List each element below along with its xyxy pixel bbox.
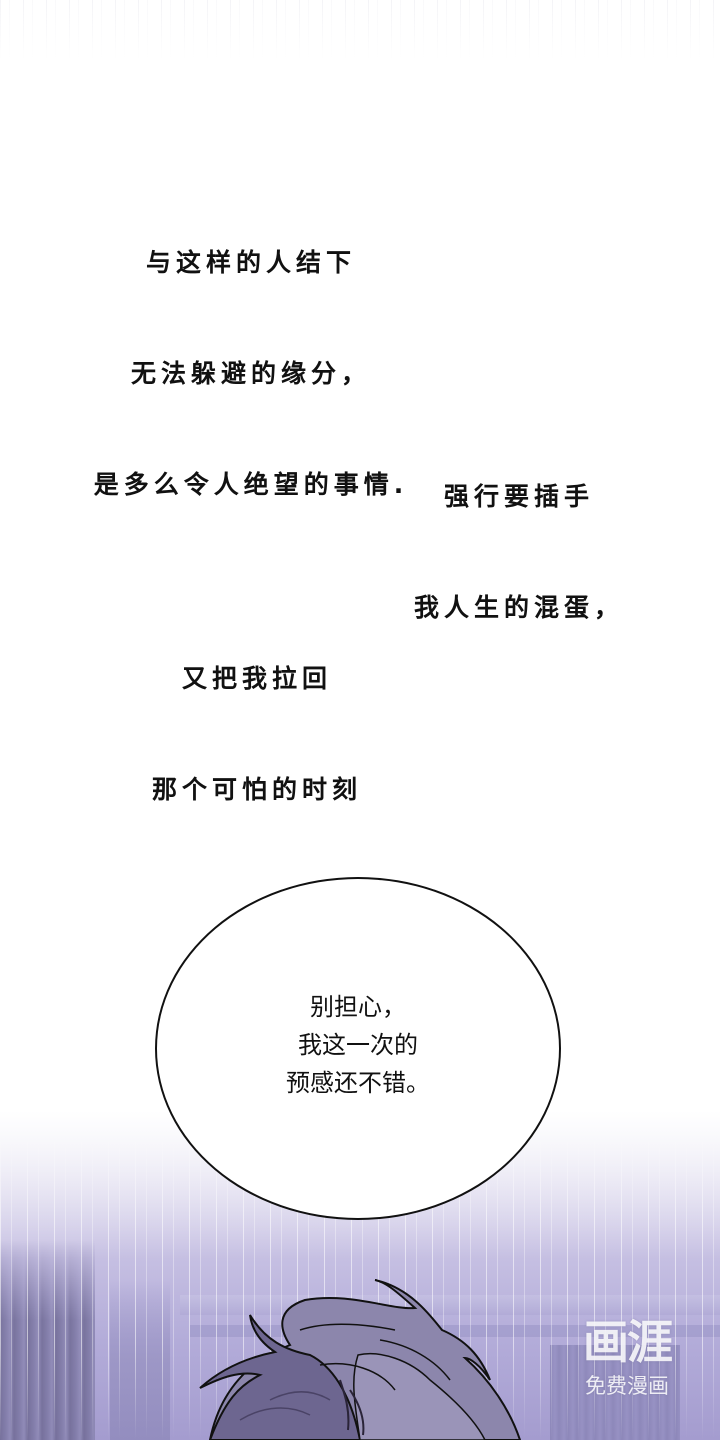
character-hair-illustration (199, 1279, 522, 1440)
dialogue-line: 别担心， (310, 992, 406, 1021)
narration-caption-3: 又把我拉回 那个可怕的时刻 (142, 586, 372, 882)
caption-line: 与这样的人结下 (145, 248, 356, 277)
caption-line: 强行要插手 (443, 482, 594, 511)
watermark-subtitle: 免费漫画 (585, 1374, 669, 1398)
speech-bubble-text: 别担心， 我这一次的 预感还不错。 (286, 988, 430, 1102)
caption-line: 那个可怕的时刻 (151, 775, 362, 804)
narration-caption-1: 与这样的人结下 无法躲避的缘分， 是多么令人绝望的事情. (76, 170, 426, 577)
watermark: 画涯 免费漫画 (562, 1316, 692, 1416)
watermark-logo: 画涯 (583, 1315, 673, 1369)
caption-line: 我人生的混蛋， (413, 593, 624, 622)
speech-bubble: 别担心， 我这一次的 预感还不错。 (155, 877, 561, 1220)
caption-line: 又把我拉回 (181, 664, 332, 693)
dialogue-line: 预感还不错。 (286, 1068, 430, 1097)
dialogue-line: 我这一次的 (298, 1030, 418, 1059)
caption-line: 是多么令人绝望的事情. (93, 470, 409, 499)
narration-caption-2: 强行要插手 我人生的混蛋， (404, 404, 634, 700)
top-rain-streaks (0, 0, 720, 60)
caption-line: 无法躲避的缘分， (130, 359, 371, 388)
